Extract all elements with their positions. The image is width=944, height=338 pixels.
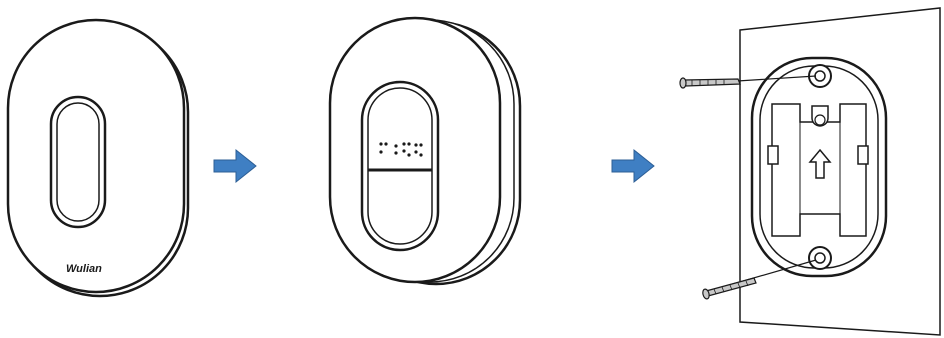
up-arrow-icon [808,148,832,179]
bracket-clip-right [857,145,869,165]
step-arrow-2 [611,148,655,184]
screw-icon [679,75,817,89]
right-arrow-icon [611,148,655,184]
right-arrow-icon [213,148,257,184]
device-back [328,16,522,286]
wall-mount [679,7,941,336]
step-arrow-1 [213,148,257,184]
screw-icon [702,259,817,300]
device-front: Wulian [6,18,190,298]
braille-dots-icon [379,142,423,157]
device-front-button [49,95,107,229]
device-back-panel [360,80,440,252]
screw-hole-bottom [808,246,832,270]
bracket-clip-left [767,145,779,165]
screw-hole-top [808,64,832,88]
brand-label: Wulian [66,263,102,275]
